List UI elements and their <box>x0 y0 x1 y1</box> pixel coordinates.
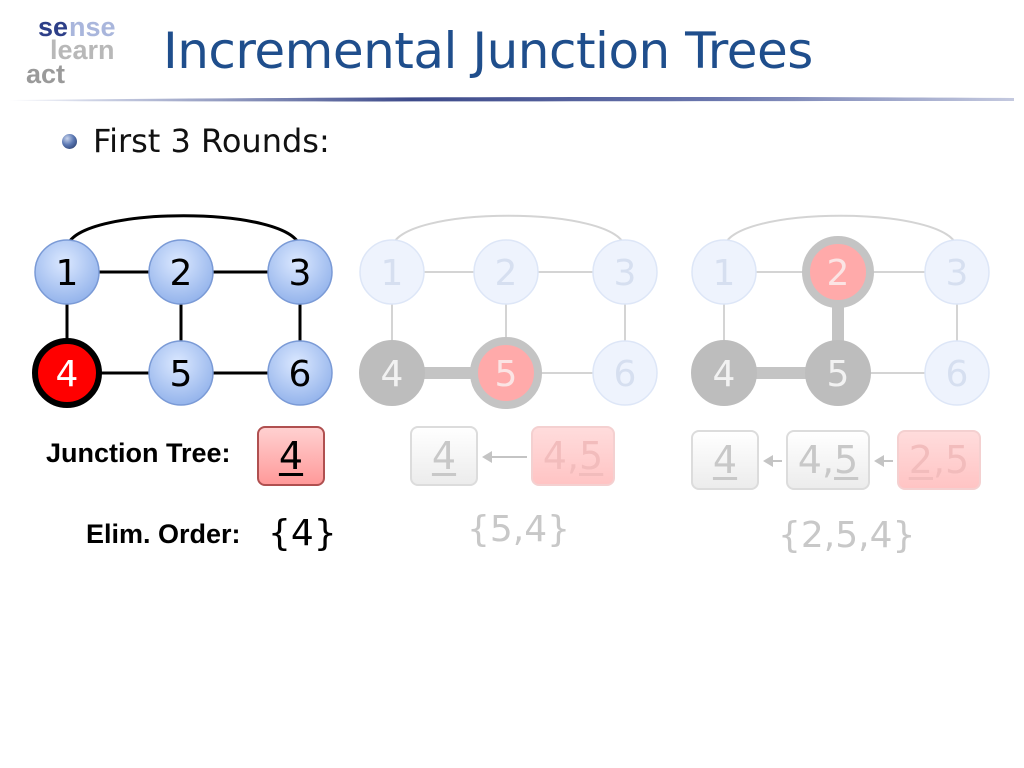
node-3-label: 3 <box>289 253 312 294</box>
edge-1-3 <box>723 214 958 249</box>
node-6-label: 6 <box>289 354 312 395</box>
node-6-label: 6 <box>614 354 637 395</box>
junction-tree-node-text: 4 <box>431 434 457 478</box>
jt-arrow-head <box>763 455 773 467</box>
junction-tree-node: 4 <box>691 430 759 490</box>
node-5 <box>805 340 871 406</box>
logo-nse: nse <box>69 12 116 42</box>
logo-learn: learn <box>50 35 115 65</box>
junction-tree-node-text: 5 <box>834 438 859 482</box>
elim-order-value: {2,5,4} <box>778 515 916 556</box>
elim-order-label: Elim. Order: <box>86 519 241 549</box>
node-2 <box>473 239 539 305</box>
node-4-label: 4 <box>713 354 736 395</box>
junction-tree-node: 4 <box>257 426 325 486</box>
node-3 <box>924 239 990 305</box>
logo-se: se <box>38 12 69 42</box>
node-4 <box>32 338 102 408</box>
node-1-label: 1 <box>381 253 404 294</box>
junction-tree-node-text: 4, <box>542 434 580 478</box>
node-4-label: 4 <box>56 354 79 395</box>
edge-1-3 <box>391 214 626 249</box>
graph-round-2: 1 2 3 4 5 6 <box>359 214 658 409</box>
node-1-label: 1 <box>713 253 736 294</box>
node-6 <box>924 340 990 406</box>
node-2 <box>148 239 214 305</box>
node-3-label: 3 <box>614 253 637 294</box>
node-5-label: 5 <box>495 354 518 395</box>
junction-tree-node-text: 4, <box>797 438 835 482</box>
junction-tree-node-text: ,5 <box>932 438 970 482</box>
junction-tree-node: 4,5 <box>786 430 870 490</box>
node-3 <box>267 239 333 305</box>
node-1 <box>359 239 425 305</box>
junction-tree-node-text: 4 <box>278 434 304 478</box>
elim-order-value: {4} <box>268 513 337 554</box>
junction-tree-node-text: 4 <box>712 438 738 482</box>
node-5 <box>148 340 214 406</box>
bullet-icon <box>62 134 77 149</box>
node-6 <box>592 340 658 406</box>
bullet-text: First 3 Rounds: <box>93 122 330 160</box>
junction-tree-node-text: 2 <box>908 438 933 482</box>
node-2 <box>802 236 874 308</box>
node-5 <box>470 337 542 409</box>
node-5-label: 5 <box>170 354 193 395</box>
edge-1-3 <box>65 214 302 249</box>
logo: se nse learn act <box>22 14 132 90</box>
node-3 <box>592 239 658 305</box>
elim-order-value: {5,4} <box>467 509 571 550</box>
node-1 <box>34 239 100 305</box>
page-title: Incremental Junction Trees <box>163 22 813 80</box>
node-5-label: 5 <box>827 354 850 395</box>
node-4 <box>691 340 757 406</box>
junction-tree-label: Junction Tree: <box>46 438 231 468</box>
jt-arrow-head <box>874 455 884 467</box>
node-6-label: 6 <box>946 354 969 395</box>
node-6 <box>267 340 333 406</box>
junction-tree-node: 2,5 <box>897 430 981 490</box>
node-1-label: 1 <box>56 253 79 294</box>
title-underline <box>10 96 1014 102</box>
junction-tree-node: 4 <box>410 426 478 486</box>
junction-tree-node: 4,5 <box>531 426 615 486</box>
graph-round-3: 1 2 3 4 5 6 <box>691 214 990 406</box>
junction-tree-node-text: 5 <box>579 434 604 478</box>
graphs-canvas: 1 2 3 4 5 6 1 2 3 4 5 6 1 2 3 4 5 6 <box>32 214 990 409</box>
node-4 <box>359 340 425 406</box>
node-2-label: 2 <box>170 253 193 294</box>
node-2-label: 2 <box>495 253 518 294</box>
node-3-label: 3 <box>946 253 969 294</box>
node-4-label: 4 <box>381 354 404 395</box>
graph-round-1: 1 2 3 4 5 6 <box>32 214 333 408</box>
logo-act: act <box>26 59 66 89</box>
node-2-label: 2 <box>827 253 850 294</box>
jt-arrow-head <box>482 451 492 463</box>
node-1 <box>691 239 757 305</box>
